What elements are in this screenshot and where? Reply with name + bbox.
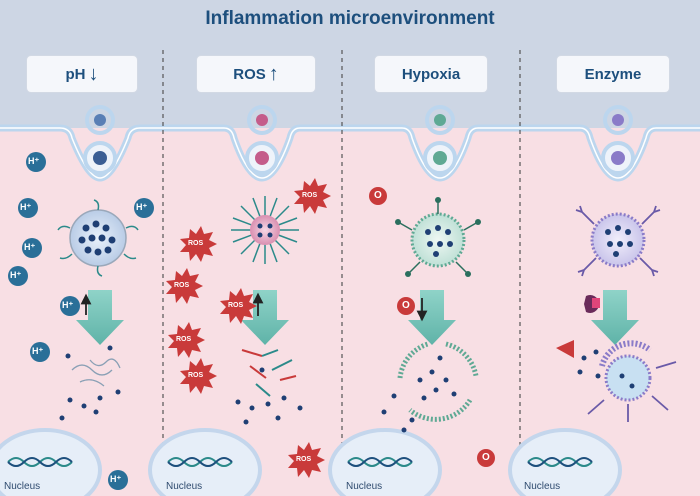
oxygen-label: O xyxy=(482,452,490,463)
hypoxia-ruptured-shell xyxy=(397,341,479,422)
nuclei xyxy=(0,428,622,496)
nucleus-label: Nucleus xyxy=(166,481,203,492)
dna-strands xyxy=(7,457,593,467)
arrow-down-icon: ↓ xyxy=(88,63,99,85)
ph-nanoparticle xyxy=(57,199,139,277)
proton-label: H⁺ xyxy=(110,474,122,484)
ros-label: ROS xyxy=(188,240,204,247)
enzyme-nanoparticle xyxy=(575,205,661,277)
ros-stars xyxy=(166,178,331,478)
panel-label-text: Hypoxia xyxy=(401,65,461,83)
proton-label: H⁺ xyxy=(10,270,22,280)
proton-label: H⁺ xyxy=(24,242,36,252)
panel-label-text: Enzyme xyxy=(584,65,642,83)
ros-label: ROS xyxy=(174,282,190,289)
ros-label: ROS xyxy=(188,372,204,379)
panel-label-ros: ROS ↑ xyxy=(196,55,316,93)
panel-label-hypoxia: Hypoxia xyxy=(374,55,488,93)
oxygen-change-label: O xyxy=(402,300,410,311)
panel-label-text: pH xyxy=(65,65,86,83)
oxygen-label: O xyxy=(374,190,382,201)
vesicles xyxy=(83,105,635,175)
proton-label: H⁺ xyxy=(28,156,40,166)
panel-label-enzyme: Enzyme xyxy=(556,55,670,93)
extracellular-region xyxy=(0,0,700,128)
ros-label: ROS xyxy=(176,336,192,343)
hypoxia-released-drug xyxy=(381,355,457,433)
ros-debris xyxy=(241,349,297,397)
enzyme-ruptured-particle xyxy=(556,340,677,422)
proton-label: H⁺ xyxy=(136,202,148,212)
enzyme-pacman xyxy=(584,295,600,313)
ros-label: ROS xyxy=(302,192,318,199)
panel-dividers xyxy=(162,50,521,496)
nucleus-label: Nucleus xyxy=(346,481,383,492)
nucleus-label: Nucleus xyxy=(4,481,41,492)
proton-label: H⁺ xyxy=(20,202,32,212)
process-arrows xyxy=(76,290,639,345)
proton-change-label: H⁺ xyxy=(62,300,74,310)
oxygen-badges xyxy=(369,187,495,467)
ros-label: ROS xyxy=(228,302,244,309)
ros-released-drug xyxy=(235,367,303,425)
proton-label: H⁺ xyxy=(32,346,44,356)
ros-label: ROS xyxy=(296,456,312,463)
nucleus-label: Nucleus xyxy=(524,481,561,492)
vesicle-particles xyxy=(93,114,625,165)
proton-badges xyxy=(8,152,154,490)
ph-debris xyxy=(71,358,121,387)
figure-title: Inflammation microenvironment xyxy=(205,8,495,29)
ros-nanoparticle xyxy=(231,196,299,264)
change-arrows xyxy=(80,292,428,322)
hypoxia-nanoparticle xyxy=(395,197,481,277)
arrow-up-icon: ↑ xyxy=(268,63,279,85)
ph-released-drug xyxy=(59,345,121,421)
panel-label-text: ROS xyxy=(233,65,266,83)
panel-label-ph: pH ↓ xyxy=(26,55,138,93)
